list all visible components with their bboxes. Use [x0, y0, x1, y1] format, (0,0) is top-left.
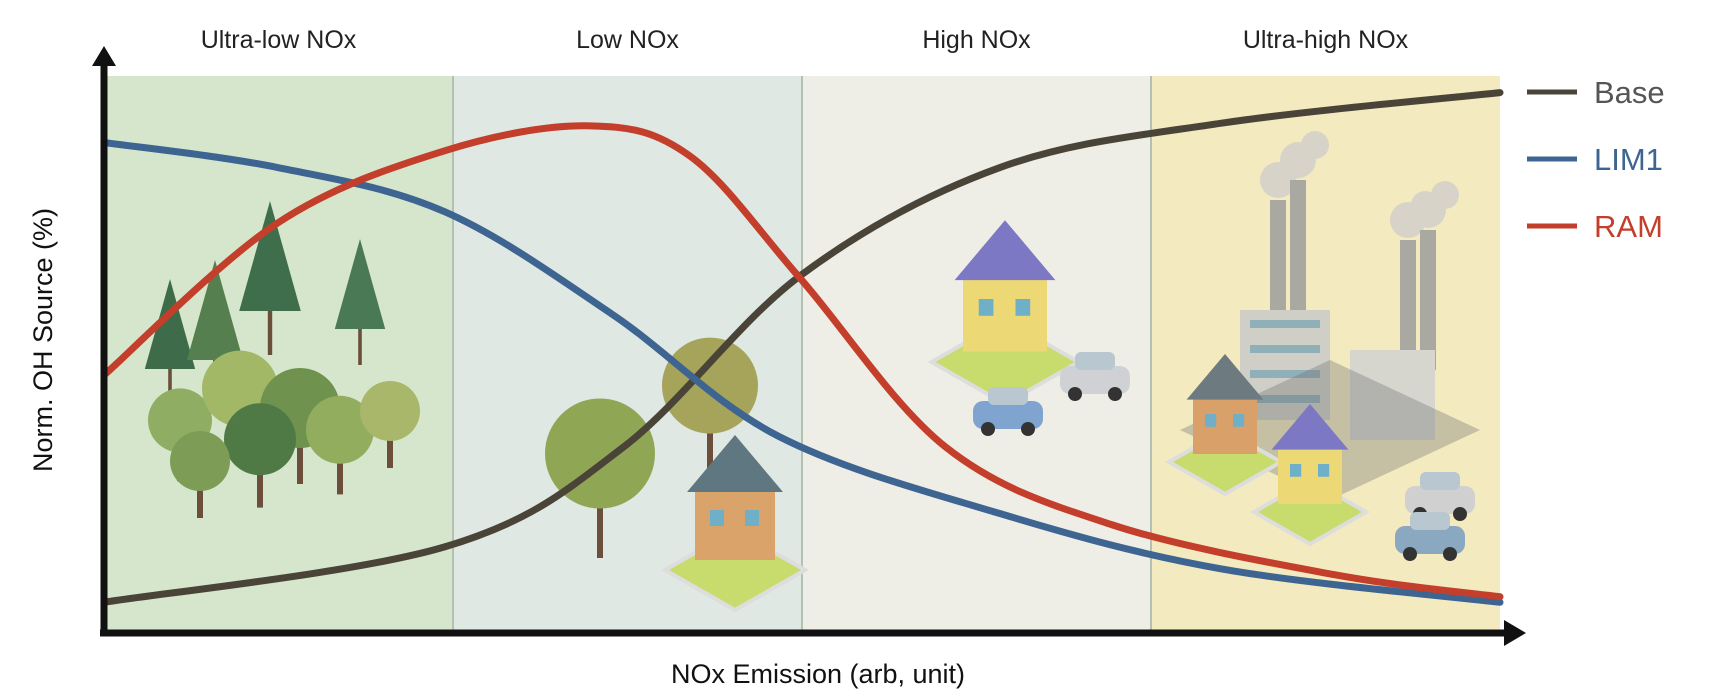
series-lines	[100, 89, 1504, 606]
legend-label-lim1: LIM1	[1594, 142, 1663, 177]
region-label: Ultra-high NOx	[1243, 26, 1409, 54]
region-label: High NOx	[922, 26, 1031, 54]
house-icon	[660, 435, 810, 613]
illustrations	[144, 131, 1480, 613]
y-axis-label: Norm. OH Source (%)	[28, 208, 58, 472]
region-label: Low NOx	[576, 26, 679, 54]
tree-icon	[306, 395, 374, 495]
x-axis-arrow	[1504, 620, 1526, 646]
series-line-lim1	[100, 138, 1504, 606]
tree-icon	[224, 403, 296, 508]
tree-icon	[360, 381, 420, 468]
tree-icon	[545, 398, 655, 558]
x-axis-label: NOx Emission (arb, unit)	[671, 659, 965, 689]
car-icon	[973, 387, 1043, 436]
legend-label-ram: RAM	[1594, 209, 1663, 244]
region-labels: Ultra-low NOx Low NOx High NOx Ultra-high N…	[201, 26, 1409, 54]
tree-icon	[239, 201, 301, 355]
tree-icon	[334, 239, 386, 365]
car-icon	[1395, 512, 1465, 561]
series-line-ram	[100, 122, 1504, 601]
car-icon	[1060, 352, 1130, 401]
car-icon	[1405, 472, 1475, 521]
tree-icon	[170, 431, 230, 518]
house-icon	[1249, 404, 1371, 547]
axes	[92, 46, 1526, 646]
region-label: Ultra-low NOx	[201, 26, 357, 54]
tree-icon	[144, 279, 196, 405]
legend-label-base: Base	[1594, 75, 1665, 110]
y-axis-arrow	[92, 46, 116, 66]
